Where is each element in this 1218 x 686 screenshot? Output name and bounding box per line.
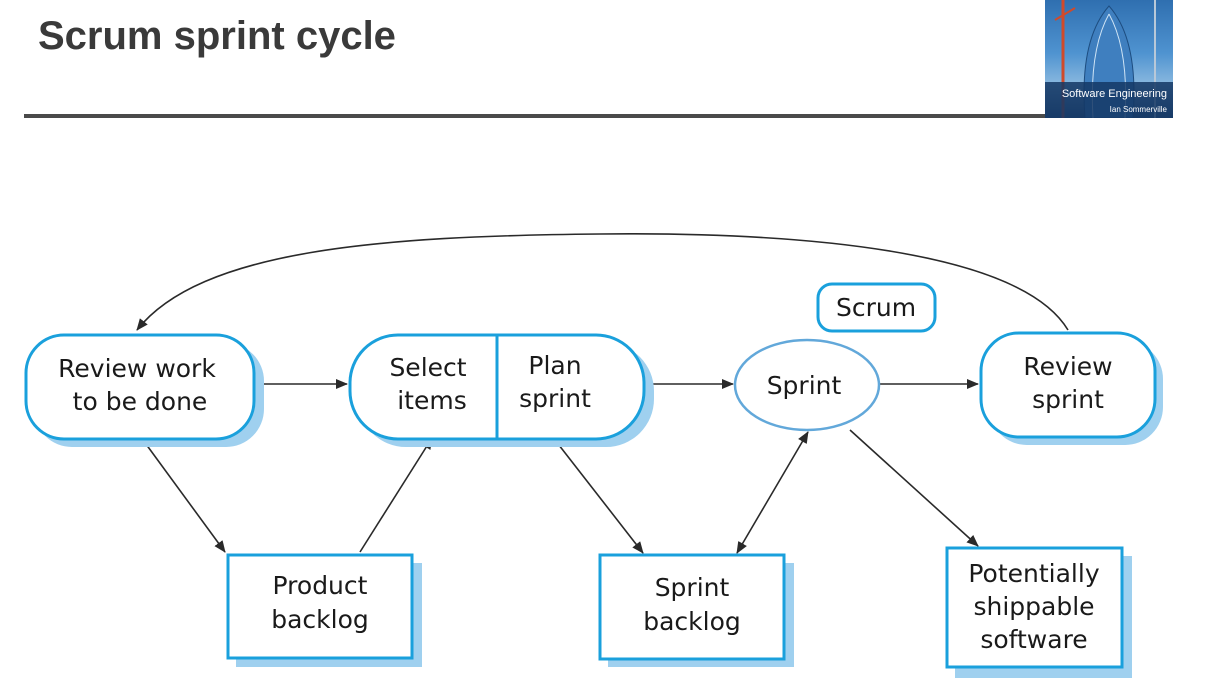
book-cover-image: Software Engineering Ian Sommerville [1045, 0, 1173, 118]
node-select-items-line2: items [397, 386, 467, 415]
arrow-sprint-to-shippable [849, 429, 979, 547]
node-sprint-label: Sprint [767, 371, 842, 400]
scrum-label-text: Scrum [836, 293, 916, 322]
node-plan-sprint-line2: sprint [519, 384, 591, 413]
arrow-sprint-backlog-sprint-bidirectional [736, 431, 809, 554]
arrow-product-backlog-to-select [359, 437, 433, 553]
node-review-sprint-line1: Review [1023, 352, 1112, 381]
node-sprint-backlog-line2: backlog [643, 607, 741, 636]
arrow-review-work-to-product-backlog [142, 439, 226, 553]
connectors [136, 233, 1069, 554]
title-divider [24, 114, 1048, 118]
node-product-backlog-line2: backlog [271, 605, 369, 634]
node-sprint: Sprint [733, 338, 881, 432]
node-review-work-line2: to be done [73, 387, 208, 416]
node-sprint-backlog: Sprint backlog [598, 553, 794, 667]
node-select-plan: Select items Plan sprint [348, 333, 654, 447]
arrow-plan-to-sprint-backlog [554, 439, 644, 554]
book-cover-author: Ian Sommerville [1109, 105, 1167, 114]
node-shippable-line3: software [980, 625, 1087, 654]
book-cover-band [1045, 82, 1173, 118]
node-product-backlog-line1: Product [273, 571, 368, 600]
book-cover-title: Software Engineering [1061, 88, 1167, 100]
node-product-backlog: Product backlog [226, 553, 422, 667]
node-shippable-line1: Potentially [968, 559, 1099, 588]
node-sprint-backlog-line1: Sprint [655, 573, 730, 602]
node-review-work-line1: Review work [58, 354, 216, 383]
node-review-sprint-line2: sprint [1032, 385, 1104, 414]
scrum-label: Scrum [816, 282, 937, 333]
node-select-items-line1: Select [389, 353, 466, 382]
node-shippable-software: Potentially shippable software [945, 546, 1132, 678]
node-review-work: Review work to be done [24, 333, 264, 447]
node-review-sprint: Review sprint [979, 331, 1163, 445]
arrow-review-sprint-to-review-work [136, 233, 1069, 331]
slide-title: Scrum sprint cycle [38, 14, 396, 58]
node-plan-sprint-line1: Plan [528, 351, 581, 380]
node-shippable-line2: shippable [973, 592, 1094, 621]
